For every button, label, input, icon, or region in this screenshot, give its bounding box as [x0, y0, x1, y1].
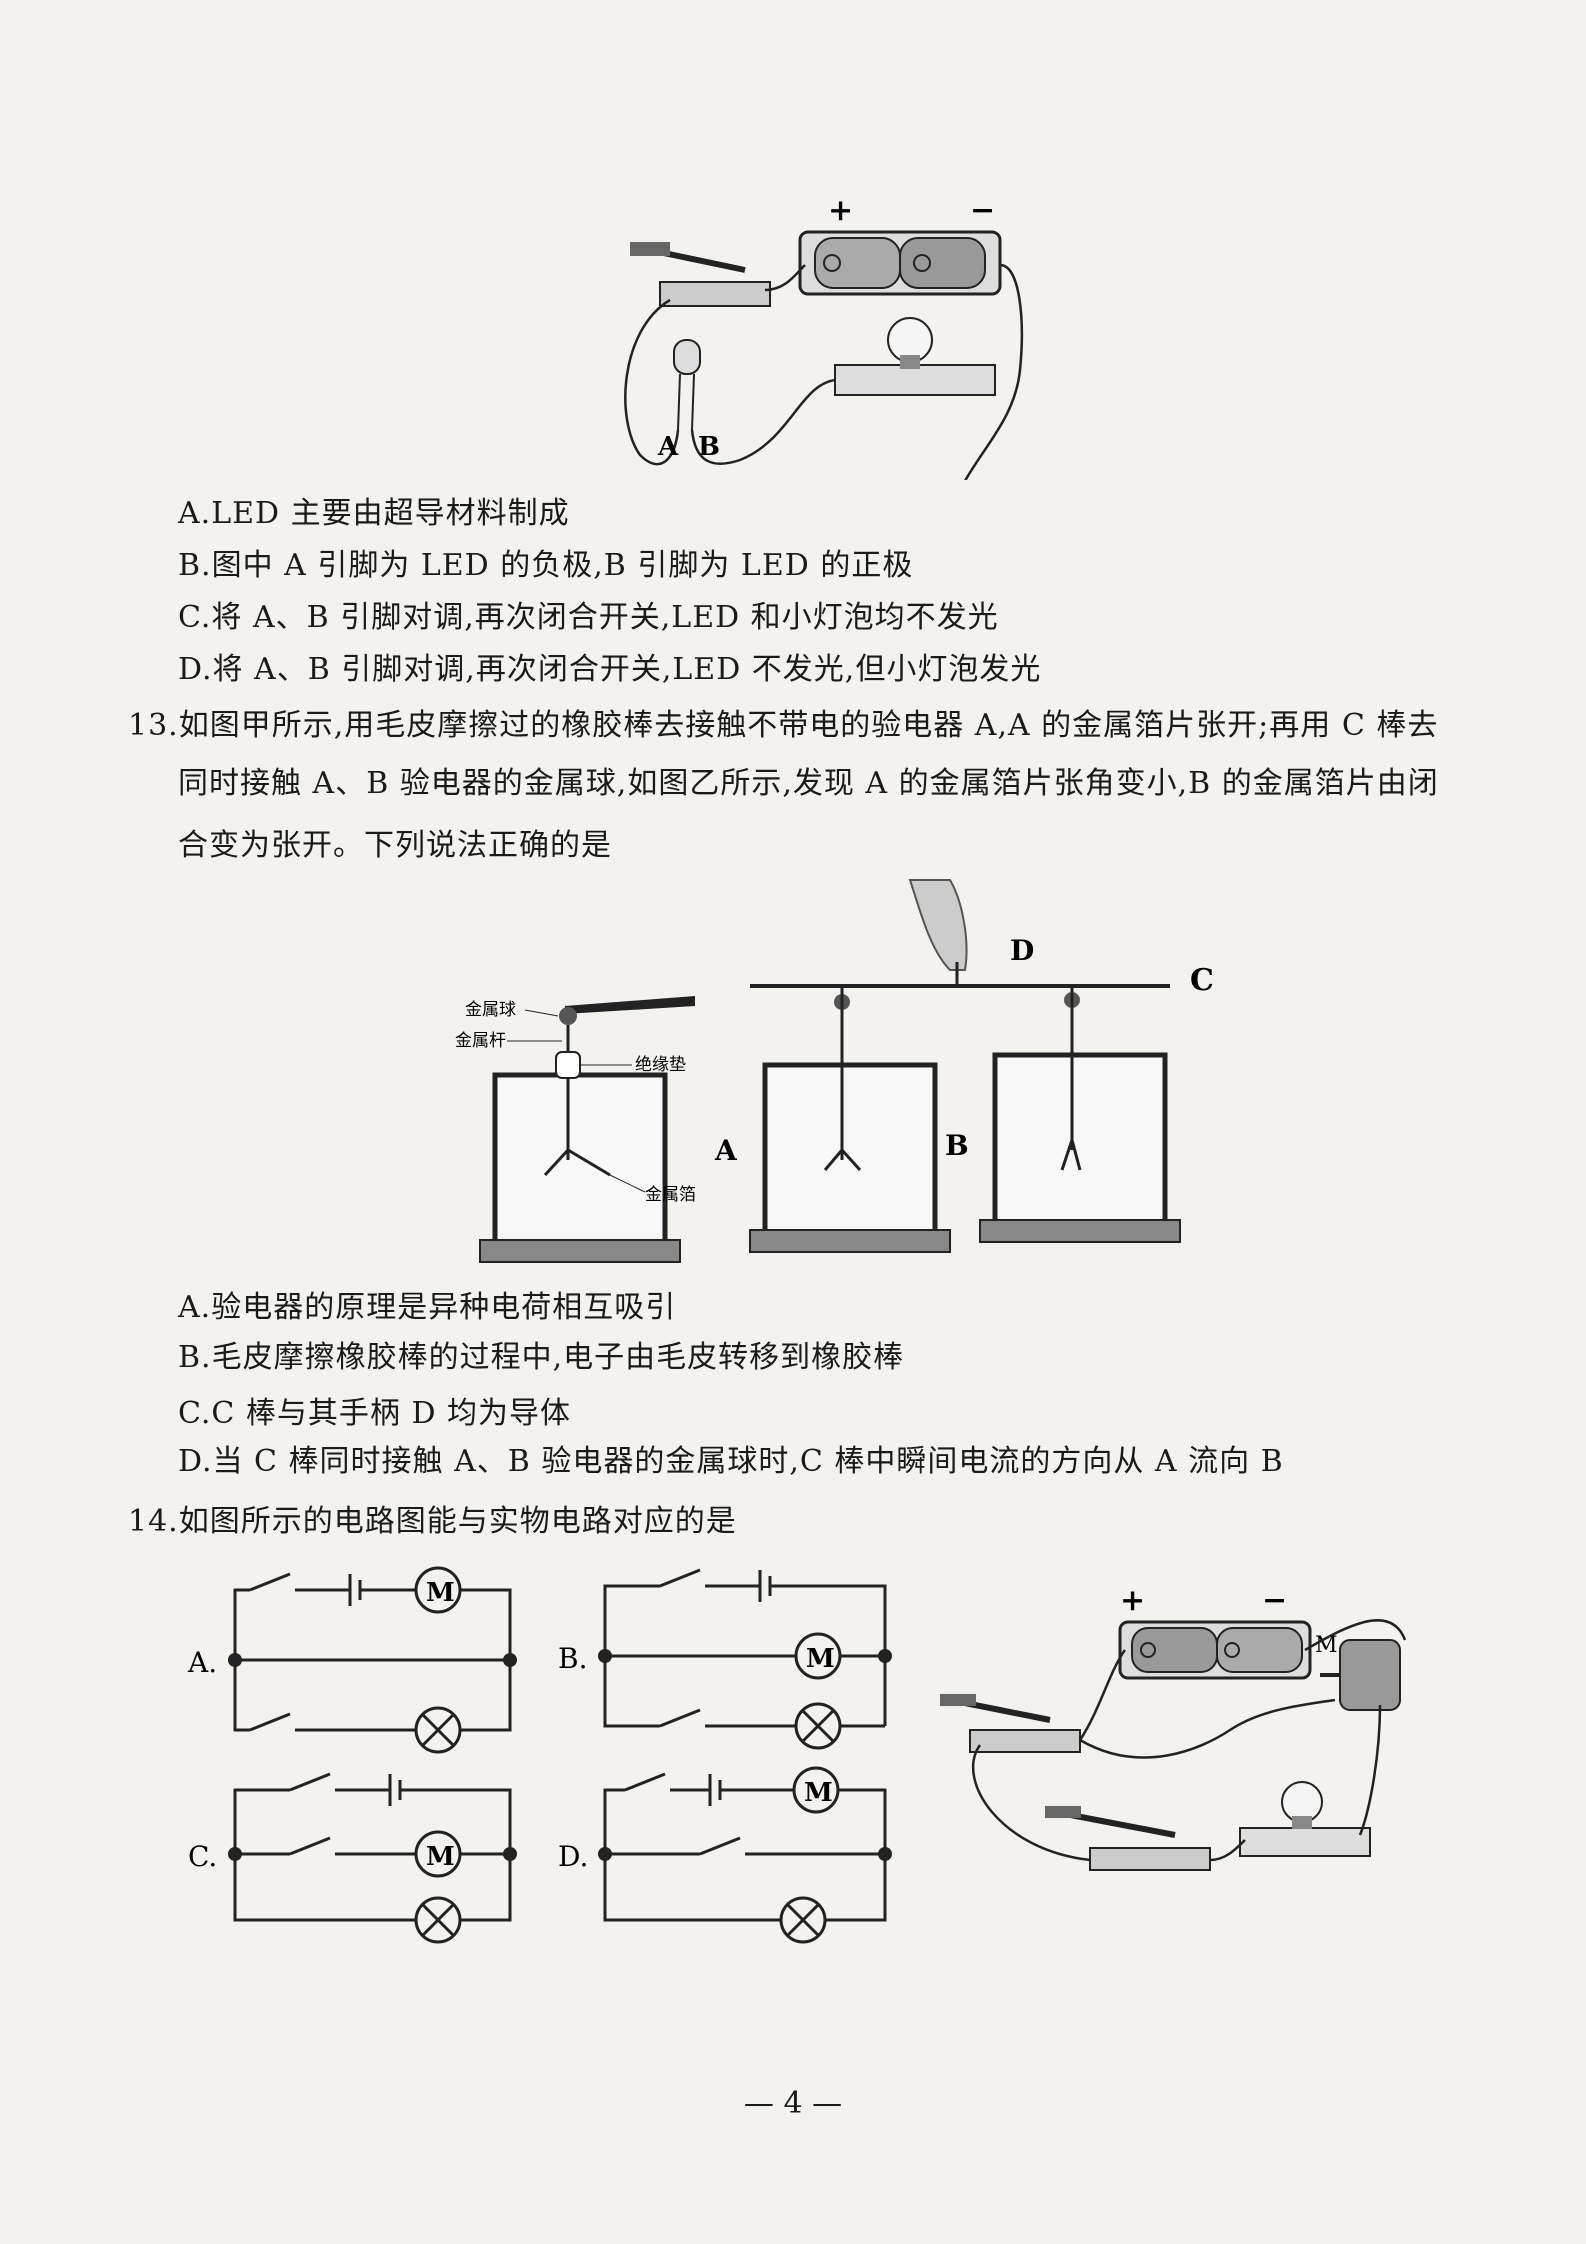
q12-plus-sign: +	[828, 193, 853, 228]
q14-circuit-a-motor-label: M	[426, 1578, 455, 1608]
q13-option-a: A.验电器的原理是异种电荷相互吸引	[178, 1290, 677, 1325]
q14-circuit-a: A. M	[187, 1566, 517, 1754]
q14-circuit-b-motor-label: M	[806, 1644, 835, 1674]
page-number: — 4 —	[743, 2086, 843, 2121]
q12-option-a: A.LED 主要由超导材料制成	[178, 496, 570, 531]
q12-circuit-figure: + − A B	[624, 193, 1024, 480]
q14-physical-circuit-figure: + − M	[940, 1583, 1407, 1871]
q13-label-a: A	[714, 1134, 738, 1167]
q14-circuit-b-label: B.	[558, 1642, 587, 1675]
q12-option-c: C.将 A、B 引脚对调,再次闭合开关,LED 和小灯泡均不发光	[178, 600, 999, 635]
q14-circuit-d-label: D.	[558, 1840, 588, 1873]
q13-label-d: D	[1010, 934, 1034, 967]
q13-label-rod: 金属杆	[455, 1031, 506, 1051]
q12-option-b: B.图中 A 引脚为 LED 的负极,B 引脚为 LED 的正极	[178, 548, 914, 583]
q14-circuit-d-motor-label: M	[804, 1778, 833, 1808]
q12-minus-sign: −	[970, 193, 995, 228]
q12-pin-a-label: A	[657, 432, 679, 462]
q14-minus-sign: −	[1262, 1583, 1287, 1618]
q13-electroscope-figure: D C 金属球 金属杆 绝缘垫 金属箔 A B	[455, 879, 1214, 1263]
q13-option-b: B.毛皮摩擦橡胶棒的过程中,电子由毛皮转移到橡胶棒	[178, 1340, 905, 1375]
q14-circuit-d: D. M	[558, 1766, 892, 1944]
q12-pin-b-label: B	[698, 432, 720, 462]
q13-option-d: D.当 C 棒同时接触 A、B 验电器的金属球时,C 棒中瞬间电流的方向从 A …	[178, 1444, 1284, 1479]
q13-stem-line-2: 同时接触 A、B 验电器的金属球,如图乙所示,发现 A 的金属箔片张角变小,B …	[178, 766, 1439, 801]
q14-stem: 14.如图所示的电路图能与实物电路对应的是	[128, 1504, 737, 1539]
q12-option-d: D.将 A、B 引脚对调,再次闭合开关,LED 不发光,但小灯泡发光	[178, 652, 1042, 687]
q13-label-insulator: 绝缘垫	[635, 1055, 686, 1075]
q13-option-c: C.C 棒与其手柄 D 均为导体	[178, 1396, 572, 1431]
q14-circuit-b: B. M	[558, 1568, 892, 1750]
q14-circuit-c-label: C.	[188, 1840, 217, 1873]
q13-label-foil: 金属箔	[645, 1185, 696, 1205]
q13-stem-line-1: 13.如图甲所示,用毛皮摩擦过的橡胶棒去接触不带电的验电器 A,A 的金属箔片张…	[128, 708, 1439, 743]
q13-label-ball: 金属球	[465, 1000, 516, 1020]
q13-label-c: C	[1190, 963, 1214, 998]
q13-label-b: B	[945, 1129, 969, 1162]
q14-plus-sign: +	[1120, 1583, 1145, 1618]
q14-circuit-c: C. M	[188, 1772, 517, 1944]
q13-stem-line-3: 合变为张开。下列说法正确的是	[178, 828, 612, 863]
q14-motor-label: M	[1315, 1633, 1338, 1658]
q14-circuit-c-motor-label: M	[426, 1842, 455, 1872]
q14-circuit-a-label: A.	[187, 1646, 217, 1679]
